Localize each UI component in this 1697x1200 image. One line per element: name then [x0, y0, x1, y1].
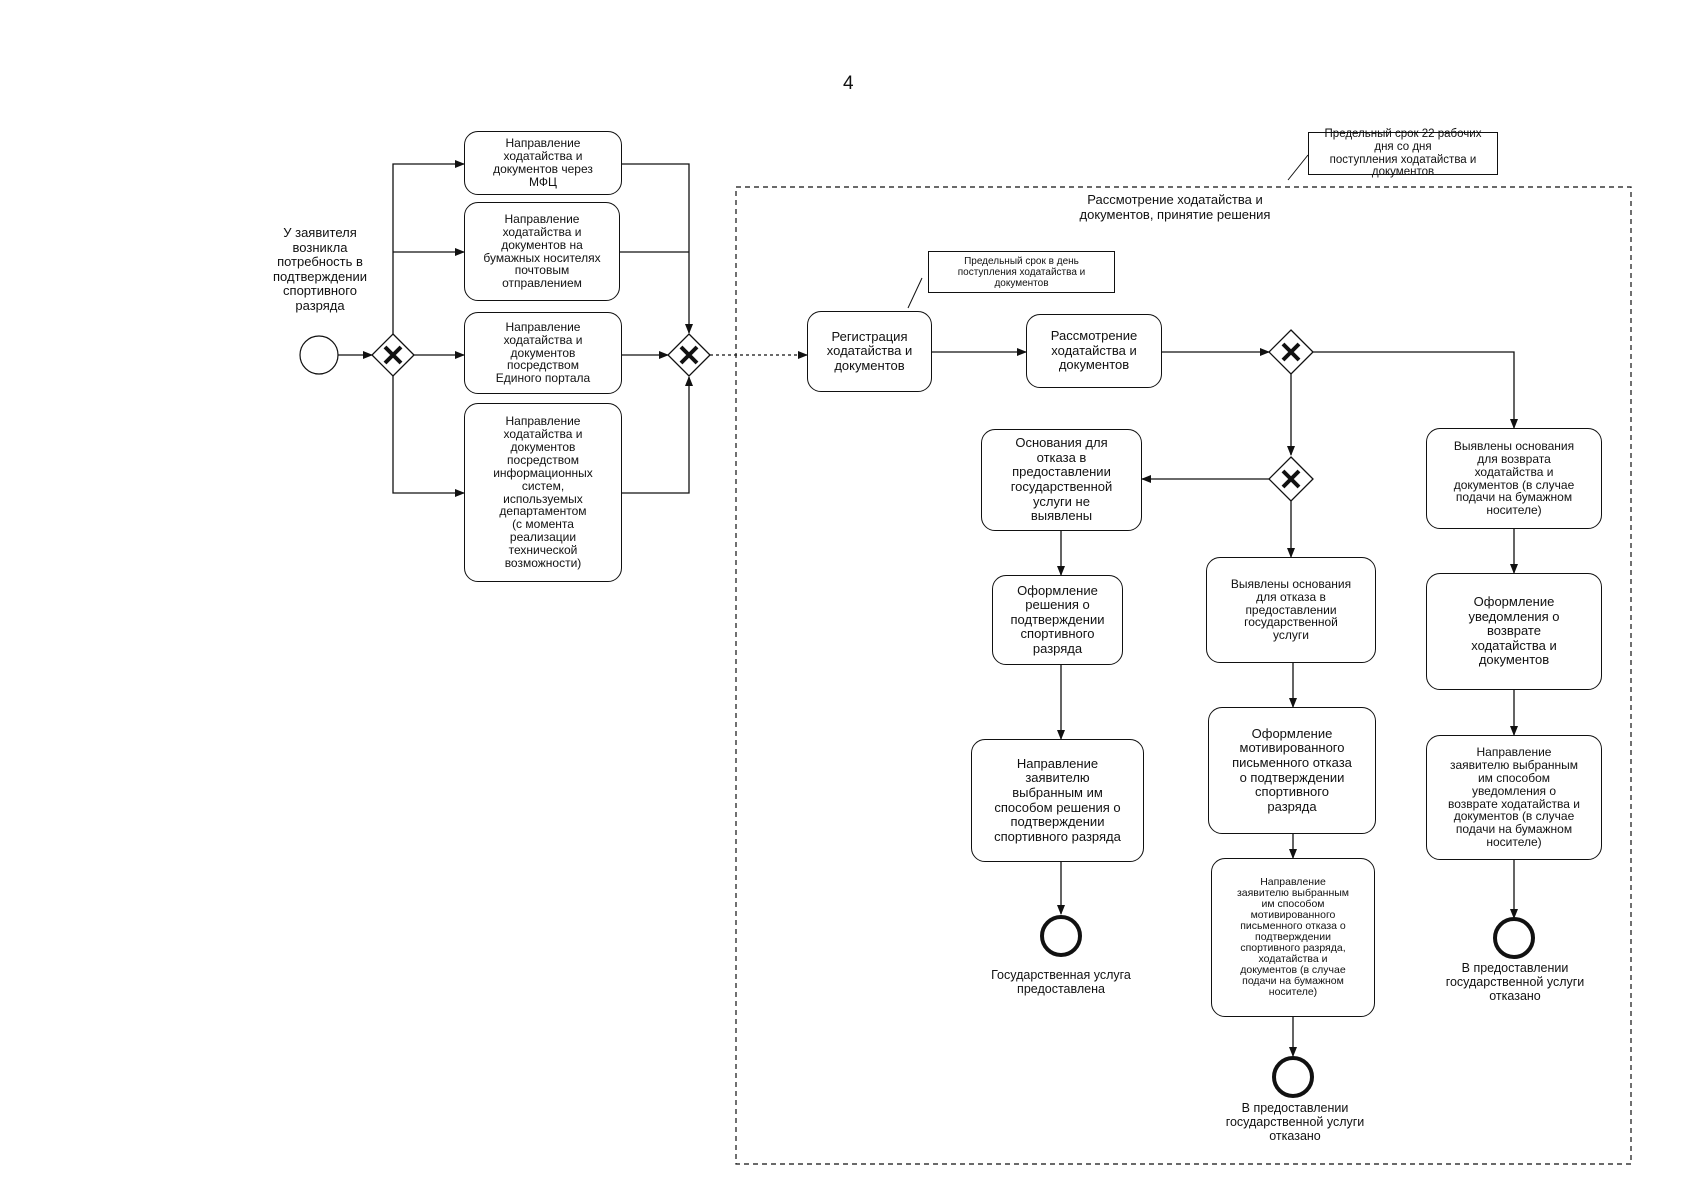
split-gateway[interactable] — [371, 333, 415, 377]
end-event-refused-middle[interactable] — [1272, 1056, 1314, 1098]
page-number: 4 — [843, 73, 854, 94]
review-group-title: Рассмотрение ходатайства и документов, п… — [1079, 192, 1271, 222]
registration-note-connector — [907, 277, 923, 309]
task-send-decision[interactable]: Направление заявителю выбранным им спосо… — [971, 739, 1144, 862]
task-registration[interactable]: Регистрация ходатайства и документов — [807, 311, 932, 392]
task-return-notice[interactable]: Оформление уведомления о возврате ходата… — [1426, 573, 1602, 690]
task-submit-via-info-systems[interactable]: Направление ходатайства и документов пос… — [464, 403, 622, 582]
task-submit-via-portal[interactable]: Направление ходатайства и документов пос… — [464, 312, 622, 394]
task-no-refusal-grounds[interactable]: Основания для отказа в предоставлении го… — [981, 429, 1142, 531]
deadline-note-connector — [1287, 154, 1309, 181]
end-event-provided[interactable] — [1040, 915, 1082, 957]
deadline-note: Предельный срок 22 рабочих дня со дня по… — [1308, 128, 1498, 178]
refusal-gateway[interactable] — [1268, 456, 1314, 502]
task-return-grounds[interactable]: Выявлены основания для возврата ходатайс… — [1426, 428, 1602, 529]
task-send-refusal[interactable]: Направление заявителю выбранным им спосо… — [1211, 858, 1375, 1017]
task-submit-by-mail[interactable]: Направление ходатайства и документов на … — [464, 202, 620, 301]
flow-info-systems-to-merge — [622, 376, 693, 494]
end-event-refused-right-label: В предоставлении государственной услуги … — [1445, 961, 1585, 1003]
decision-gateway[interactable] — [1268, 329, 1314, 375]
flow-decision-to-return-grounds — [1313, 351, 1518, 429]
task-decision-issue[interactable]: Оформление решения о подтверждении спорт… — [992, 575, 1123, 665]
flow-split-to-info-systems — [392, 376, 465, 497]
flow-mfc-to-merge — [622, 163, 693, 334]
task-send-return[interactable]: Направление заявителю выбранным им спосо… — [1426, 735, 1602, 860]
end-event-provided-label: Государственная услуга предоставлена — [991, 968, 1131, 996]
task-review[interactable]: Рассмотрение ходатайства и документов — [1026, 314, 1162, 388]
task-refusal-issue[interactable]: Оформление мотивированного письменного о… — [1208, 707, 1376, 834]
start-event[interactable] — [299, 335, 339, 375]
task-submit-via-mfc[interactable]: Направление ходатайства и документов чер… — [464, 131, 622, 195]
registration-deadline-note: Предельный срок в день поступления ходат… — [928, 251, 1115, 293]
start-event-label: У заявителя возникла потребность в подтв… — [273, 225, 367, 313]
end-event-refused-right[interactable] — [1493, 917, 1535, 959]
merge-gateway[interactable] — [667, 333, 711, 377]
end-event-refused-middle-label: В предоставлении государственной услуги … — [1225, 1101, 1365, 1143]
flow-split-to-mfc — [392, 160, 465, 334]
task-refusal-grounds[interactable]: Выявлены основания для отказа в предоста… — [1206, 557, 1376, 663]
